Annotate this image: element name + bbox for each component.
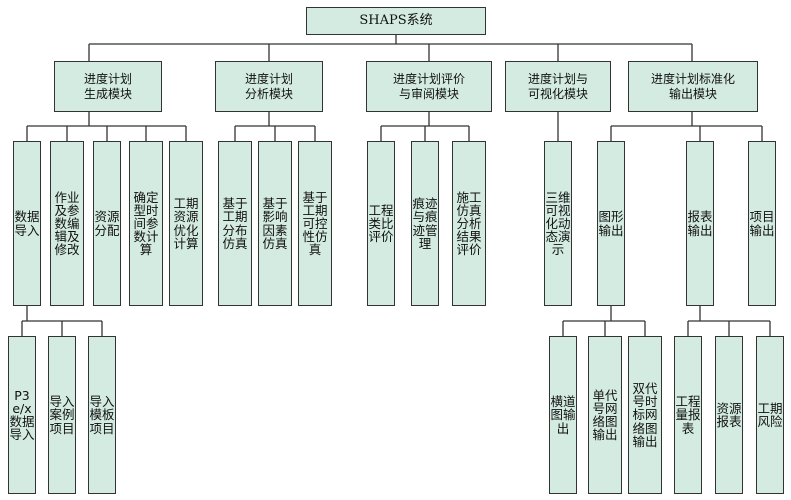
- node-label: 基于工期 可控性仿真: [302, 189, 328, 258]
- module-label: 进度计划 分析模块: [244, 71, 293, 101]
- node-label: 痕迹与痕迹管理: [412, 196, 438, 251]
- node-label: 报表输出: [687, 209, 713, 238]
- node-deterministic-time-calc: 确定型时 间参数计算: [129, 141, 163, 306]
- node-data-import: 数据导入: [13, 141, 41, 306]
- node-label: 资源分配: [94, 209, 120, 238]
- leaf-label: 导入模板项目: [89, 394, 115, 436]
- leaf-label: 导入案例项目: [49, 394, 75, 436]
- leaf-aon-network-output: 单代号网络图输出: [588, 336, 622, 494]
- node-report-output: 报表输出: [686, 141, 714, 306]
- node-duration-resource-optimization: 工期资源 优化计算: [169, 141, 203, 306]
- module-schedule-visualization: 进度计划与 可视化模块: [505, 61, 611, 112]
- node-label: 施工仿真 分析结果评价: [456, 189, 482, 258]
- node-activity-parameter-edit: 作业及参 数编辑及修改: [50, 141, 84, 306]
- leaf-gantt-output: 横道图输出: [549, 336, 577, 494]
- node-label: 三维可视化动态演示: [545, 189, 571, 258]
- root-node: SHAPS系统: [306, 7, 486, 35]
- module-label: 进度计划与 可视化模块: [527, 71, 588, 101]
- leaf-label: 资源报表: [716, 400, 742, 429]
- module-label: 进度计划 生成模块: [83, 71, 132, 101]
- node-simulation-result-eval: 施工仿真 分析结果评价: [452, 141, 486, 306]
- node-label: 工程类比评价: [368, 202, 394, 245]
- node-label: 作业及参 数编辑及修改: [54, 189, 80, 258]
- node-duration-controllability-sim: 基于工期 可控性仿真: [298, 141, 332, 306]
- node-influence-factor-sim: 基于影响 因素仿真: [258, 141, 292, 306]
- leaf-p3e-data-import: P3e/x数据导入: [8, 336, 36, 494]
- leaf-label: 单代号网络图输出: [592, 387, 618, 443]
- node-engineering-analogy-eval: 工程类比评价: [367, 141, 395, 306]
- module-schedule-evaluation: 进度计划评价 与审阅模块: [366, 61, 492, 112]
- node-label: 确定型时 间参数计算: [133, 189, 159, 258]
- leaf-label: 工期风险: [757, 400, 783, 429]
- node-trace-management: 痕迹与痕迹管理: [411, 141, 439, 306]
- node-project-output: 项目输出: [748, 141, 776, 306]
- leaf-resource-report: 资源报表: [715, 336, 743, 494]
- node-duration-distribution-sim: 基于工期 分布仿真: [218, 141, 252, 306]
- node-label: 基于影响 因素仿真: [262, 196, 288, 251]
- leaf-import-case-project: 导入案例项目: [48, 336, 76, 494]
- node-label: 数据导入: [14, 209, 40, 238]
- node-label: 项目输出: [749, 209, 775, 238]
- leaf-time-scaled-network-output: 双代号时标网络图输出: [628, 336, 662, 494]
- module-standardized-output: 进度计划标准化 输出模块: [628, 61, 758, 112]
- leaf-duration-risk: 工期风险: [756, 336, 784, 494]
- leaf-label: 双代号时标网络图输出: [632, 381, 658, 449]
- node-resource-allocation: 资源分配: [93, 141, 121, 306]
- node-graphic-output: 图形输出: [597, 141, 625, 306]
- node-label: 工期资源 优化计算: [173, 196, 199, 251]
- module-label: 进度计划标准化 输出模块: [650, 71, 735, 101]
- module-label: 进度计划评价 与审阅模块: [392, 71, 465, 101]
- root-label: SHAPS系统: [359, 12, 433, 28]
- leaf-quantity-report: 工程量报表: [674, 336, 702, 494]
- node-label: 基于工期 分布仿真: [222, 196, 248, 251]
- leaf-label: 横道图输出: [550, 394, 576, 436]
- leaf-label: 工程量报表: [675, 394, 701, 436]
- node-3d-visual-demo: 三维可视化动态演示: [544, 141, 572, 306]
- leaf-import-template-project: 导入模板项目: [88, 336, 116, 494]
- module-schedule-analysis: 进度计划 分析模块: [215, 61, 323, 112]
- leaf-label: P3e/x数据导入: [9, 387, 35, 443]
- node-label: 图形输出: [598, 209, 624, 238]
- module-schedule-generation: 进度计划 生成模块: [54, 61, 162, 112]
